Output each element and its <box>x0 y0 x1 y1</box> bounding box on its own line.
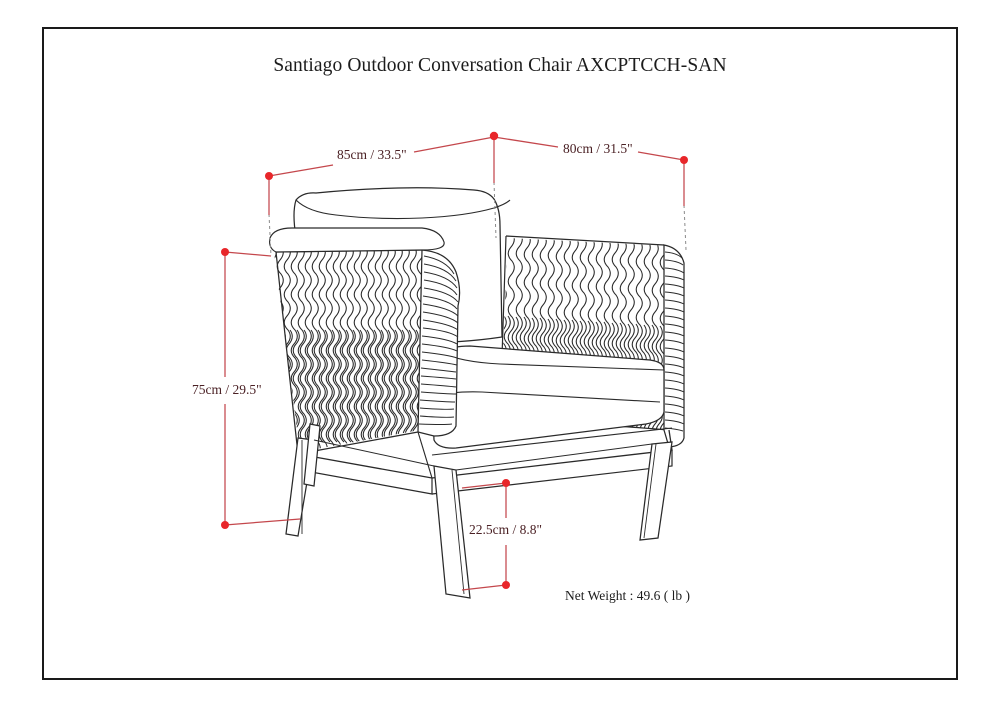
net-weight-label: Net Weight : 49.6 ( lb ) <box>565 588 691 603</box>
left-arm-front-roll <box>417 249 461 437</box>
dimension-lines <box>224 136 685 591</box>
dimension-label-width: 85cm / 33.5" <box>337 147 407 162</box>
dimension-endpoint-dots <box>221 131 688 589</box>
extension-lines <box>268 181 687 257</box>
dimension-label-height: 75cm / 29.5" <box>192 382 262 397</box>
right-corner-post <box>663 244 685 448</box>
page-title: Santiago Outdoor Conversation Chair AXCP… <box>273 55 727 76</box>
leg-joint-lines <box>313 439 653 471</box>
dimension-label-clearance: 22.5cm / 8.8" <box>469 522 543 537</box>
left-arm-top-curl <box>269 227 445 253</box>
chair-illustration <box>269 187 685 599</box>
chair-legs <box>285 423 673 599</box>
dimension-label-depth: 80cm / 31.5" <box>563 141 633 156</box>
